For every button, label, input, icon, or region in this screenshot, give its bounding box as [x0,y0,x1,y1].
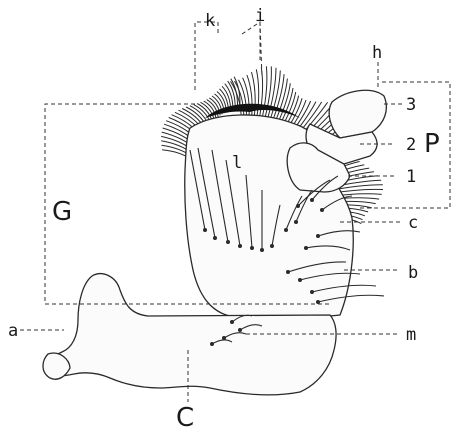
hair-socket [250,246,254,250]
label-G: G [52,197,72,227]
label-b: b [408,263,418,283]
label-P: P [424,129,440,159]
hair-socket [284,228,288,232]
hair-socket [226,240,230,244]
hair-socket [320,208,324,212]
label-1: 1 [406,167,416,187]
hair-socket [203,228,207,232]
label-l: l [232,153,242,173]
hair-socket [210,342,214,346]
hair-socket [213,236,217,240]
label-C: C [176,403,194,433]
label-c: c [408,213,418,233]
hair-socket [316,300,320,304]
hair-socket [310,198,314,202]
label-2: 2 [406,135,416,155]
label-h: h [372,43,382,63]
hair-socket [294,220,298,224]
label-a: a [8,321,18,341]
hair-socket [230,320,234,324]
hair-socket [238,328,242,332]
hair-socket [310,290,314,294]
hair-socket [286,270,290,274]
palp-segment-3 [329,90,386,138]
hair-socket [304,246,308,250]
hair-socket [298,278,302,282]
hair-socket [238,244,242,248]
hair-socket [296,204,300,208]
label-m: m [406,325,416,345]
hair-socket [260,248,264,252]
label-i: i [255,6,265,26]
hair-socket [270,244,274,248]
label-3: 3 [406,95,416,115]
label-k: k [205,11,215,31]
hair-socket [316,234,320,238]
